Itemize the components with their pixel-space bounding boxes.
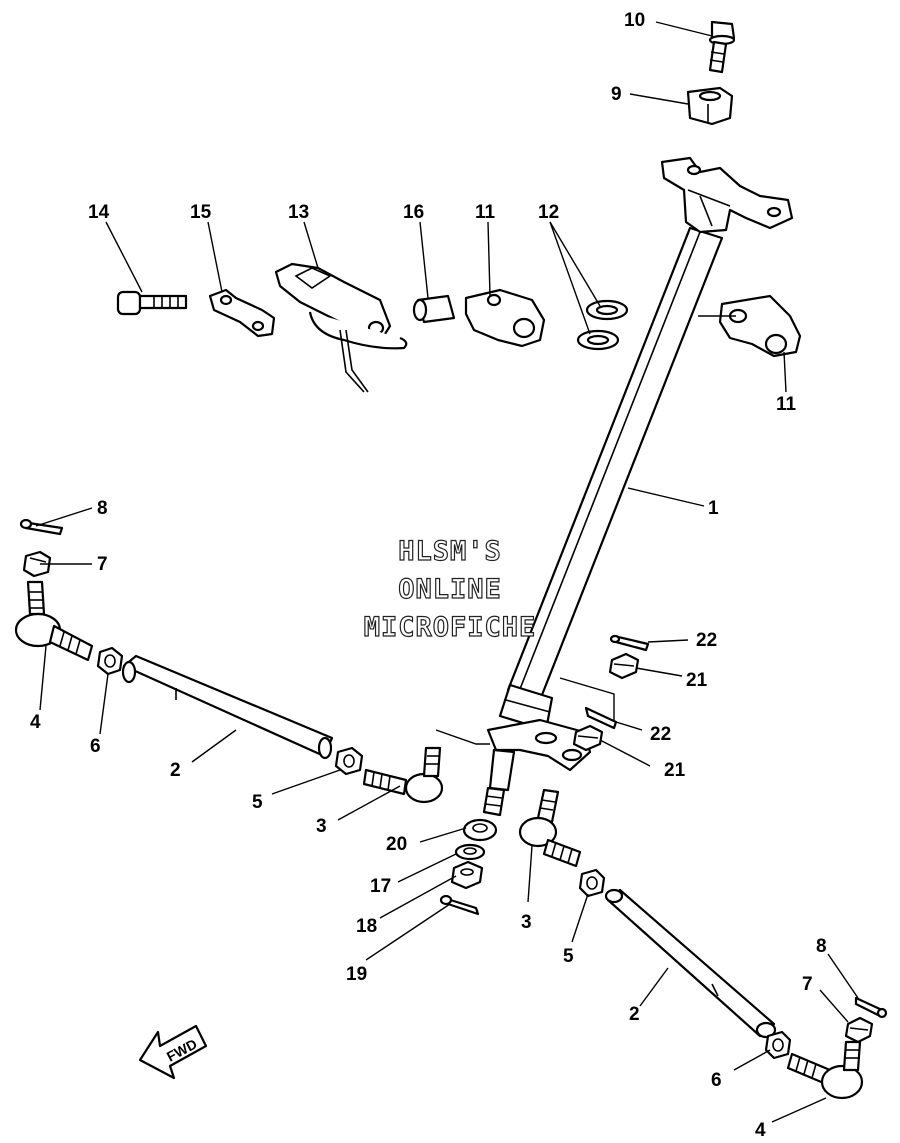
callout-8-right: 8 xyxy=(816,936,827,957)
castle-nut-21-upper[interactable] xyxy=(608,652,640,680)
callout-3-left: 3 xyxy=(316,816,327,837)
callout-22-upper: 22 xyxy=(696,630,717,651)
callout-6-left: 6 xyxy=(90,736,101,757)
callout-15: 15 xyxy=(190,202,212,223)
callout-17: 17 xyxy=(370,876,391,897)
callout-16: 16 xyxy=(403,202,424,223)
leader-lines xyxy=(35,21,859,1123)
callout-10: 10 xyxy=(624,10,645,31)
nut-18[interactable] xyxy=(450,860,484,890)
callout-11-left: 11 xyxy=(475,202,496,223)
tie-rod-2-left[interactable] xyxy=(121,654,334,760)
callout-13: 13 xyxy=(288,202,309,223)
tie-rod-end-4-right[interactable] xyxy=(786,1040,864,1100)
circlip-12[interactable] xyxy=(576,299,629,351)
collar-16[interactable] xyxy=(412,294,456,324)
nut-5-right[interactable] xyxy=(578,868,606,898)
callout-4-right: 4 xyxy=(755,1120,766,1141)
castle-nut-7-right[interactable] xyxy=(844,1016,874,1044)
washer-17[interactable] xyxy=(454,843,486,861)
stopper-plate-13[interactable] xyxy=(274,262,408,393)
callout-19: 19 xyxy=(346,964,367,985)
callout-3-right: 3 xyxy=(521,912,532,933)
castle-nut-21-lower[interactable] xyxy=(572,724,604,752)
nut-6-left[interactable] xyxy=(96,646,124,676)
tie-rod-end-3-right[interactable] xyxy=(518,788,582,868)
callout-8-left: 8 xyxy=(97,498,108,519)
bushing-11-right[interactable] xyxy=(718,294,802,358)
callout-4-left: 4 xyxy=(30,712,41,733)
callout-14: 14 xyxy=(88,202,110,223)
callout-22-lower: 22 xyxy=(650,724,671,745)
callout-21-upper: 21 xyxy=(686,670,708,691)
bolt-14[interactable] xyxy=(116,290,188,316)
cotter-pin-19[interactable] xyxy=(439,894,480,916)
watermark-line-1: HLSM'S xyxy=(398,536,502,567)
watermark-line-2: ONLINE xyxy=(398,574,502,605)
watermark-line-3: MICROFICHE xyxy=(364,612,537,643)
callout-9: 9 xyxy=(611,84,622,105)
tie-rod-end-4-left[interactable] xyxy=(14,580,94,662)
callout-12: 12 xyxy=(538,202,559,223)
watermark: HLSM'S ONLINE MICROFICHE xyxy=(363,535,537,643)
steering-shaft[interactable] xyxy=(482,226,724,817)
nut-6-right[interactable] xyxy=(764,1030,792,1060)
callout-7-left: 7 xyxy=(97,554,108,575)
lock-plate-15[interactable] xyxy=(208,288,276,338)
callout-1: 1 xyxy=(708,498,719,519)
cotter-pin-22-upper[interactable] xyxy=(609,634,650,652)
flange-bolt-10[interactable] xyxy=(708,20,736,74)
shaft-holder-9[interactable] xyxy=(686,86,734,126)
cotter-pin-8-left[interactable] xyxy=(19,518,64,536)
callout-6-right: 6 xyxy=(711,1070,722,1091)
callout-21-lower: 21 xyxy=(664,760,686,781)
forward-direction-arrow: FWD xyxy=(138,1024,208,1080)
callout-18: 18 xyxy=(356,916,377,937)
callout-5-right: 5 xyxy=(563,946,574,967)
cotter-pin-8-right[interactable] xyxy=(854,996,888,1019)
castle-nut-7-left[interactable] xyxy=(22,550,52,578)
callout-5-left: 5 xyxy=(252,792,263,813)
callout-11-right: 11 xyxy=(776,394,797,415)
cotter-pin-22-lower[interactable] xyxy=(584,706,618,730)
callout-2-right: 2 xyxy=(629,1004,640,1025)
callout-7-right: 7 xyxy=(802,974,813,995)
callout-20: 20 xyxy=(386,834,407,855)
callout-2-left: 2 xyxy=(170,760,181,781)
callout-numbers: 10 9 14 15 13 16 11 12 11 1 8 7 4 6 2 5 … xyxy=(30,10,827,1141)
washer-20[interactable] xyxy=(462,818,498,842)
tie-rod-end-3-left[interactable] xyxy=(362,746,444,804)
nut-5-left[interactable] xyxy=(334,746,364,776)
shaft-upper-bracket[interactable] xyxy=(660,156,794,234)
tie-rod-2-right[interactable] xyxy=(604,888,777,1039)
bushing-11-left[interactable] xyxy=(464,288,546,348)
